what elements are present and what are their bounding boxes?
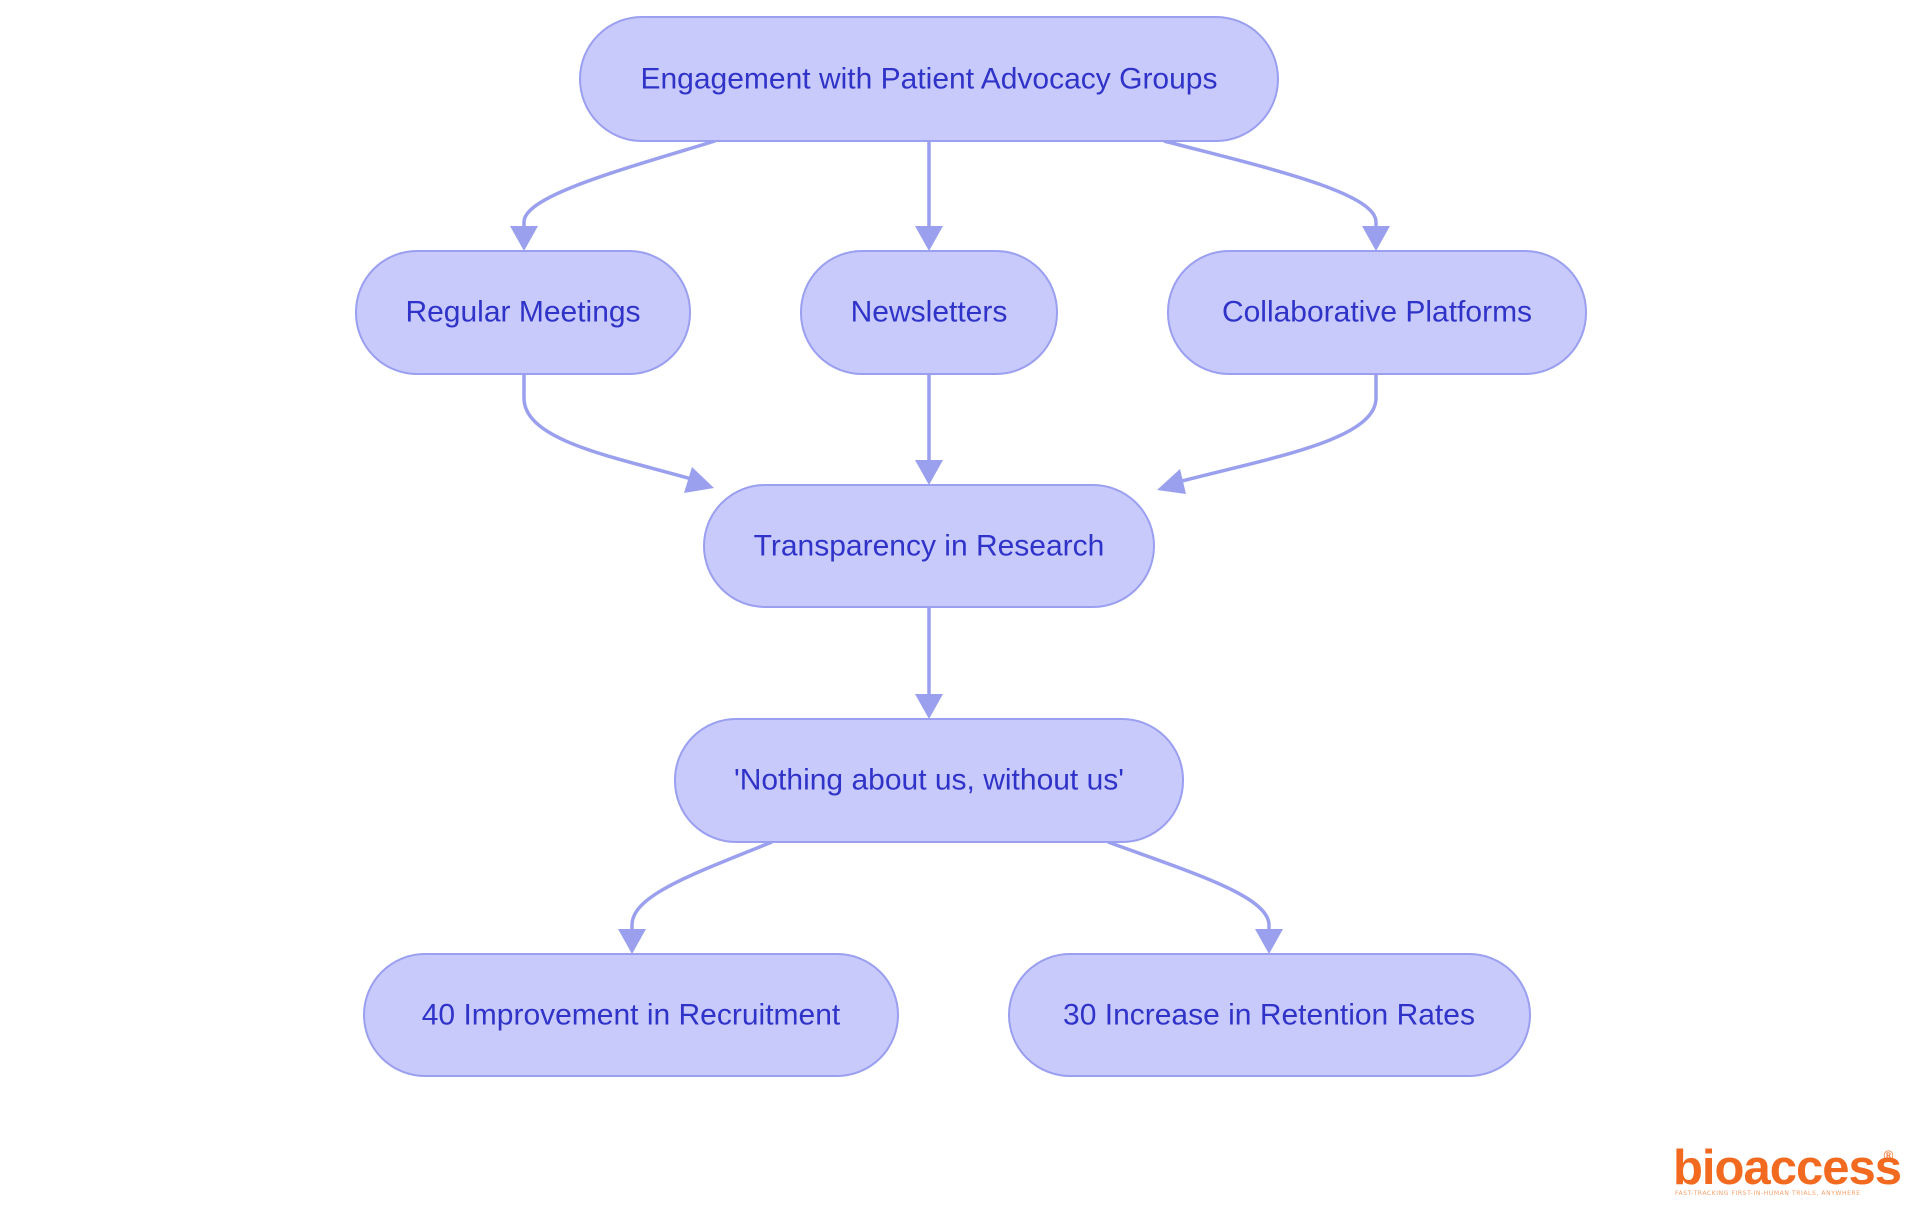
edge-meetings-to-transparency	[522, 374, 696, 482]
arrowhead-transparency-right	[1157, 469, 1186, 494]
node-label: Regular Meetings	[405, 296, 640, 329]
arrowhead-motto	[915, 694, 943, 719]
arrowhead-retention	[1255, 929, 1283, 954]
logo-tagline: FAST-TRACKING FIRST-IN-HUMAN TRIALS, ANY…	[1675, 1190, 1861, 1197]
logo-registered-mark: ®	[1882, 1149, 1895, 1164]
nodes: Engagement with Patient Advocacy Groups …	[355, 16, 1587, 1077]
node-label: Transparency in Research	[754, 530, 1105, 563]
node-regular-meetings: Regular Meetings	[355, 250, 691, 375]
node-label: Collaborative Platforms	[1222, 296, 1532, 329]
node-label: 'Nothing about us, without us'	[734, 764, 1124, 797]
node-engagement-root: Engagement with Patient Advocacy Groups	[579, 16, 1279, 142]
edge-motto-to-recruitment	[630, 840, 773, 935]
node-transparency-in-research: Transparency in Research	[703, 484, 1155, 608]
edge-root-to-platforms	[1163, 139, 1378, 232]
node-label: Newsletters	[851, 296, 1008, 329]
node-nothing-about-us: 'Nothing about us, without us'	[674, 718, 1184, 843]
node-label: 30 Increase in Retention Rates	[1063, 999, 1475, 1032]
node-label: 40 Improvement in Recruitment	[422, 999, 841, 1032]
node-recruitment-improvement: 40 Improvement in Recruitment	[363, 953, 899, 1077]
edge-platforms-to-transparency	[1177, 374, 1378, 484]
arrowhead-platforms	[1362, 226, 1390, 251]
arrowhead-newsletters	[915, 226, 943, 251]
node-collaborative-platforms: Collaborative Platforms	[1167, 250, 1587, 375]
edges	[510, 139, 1390, 954]
bioaccess-logo: bioaccess ® FAST-TRACKING FIRST-IN-HUMAN…	[1673, 1141, 1902, 1197]
edge-motto-to-retention	[1107, 840, 1271, 935]
node-retention-increase: 30 Increase in Retention Rates	[1008, 953, 1531, 1077]
arrowhead-meetings	[510, 226, 538, 251]
logo-wordmark: bioaccess	[1673, 1141, 1901, 1195]
node-label: Engagement with Patient Advocacy Groups	[640, 63, 1217, 96]
node-newsletters: Newsletters	[800, 250, 1058, 375]
edge-root-to-meetings	[522, 139, 716, 232]
arrowhead-transparency-left	[684, 467, 714, 493]
arrowhead-recruitment	[618, 929, 646, 954]
arrowhead-transparency-center	[915, 460, 943, 485]
